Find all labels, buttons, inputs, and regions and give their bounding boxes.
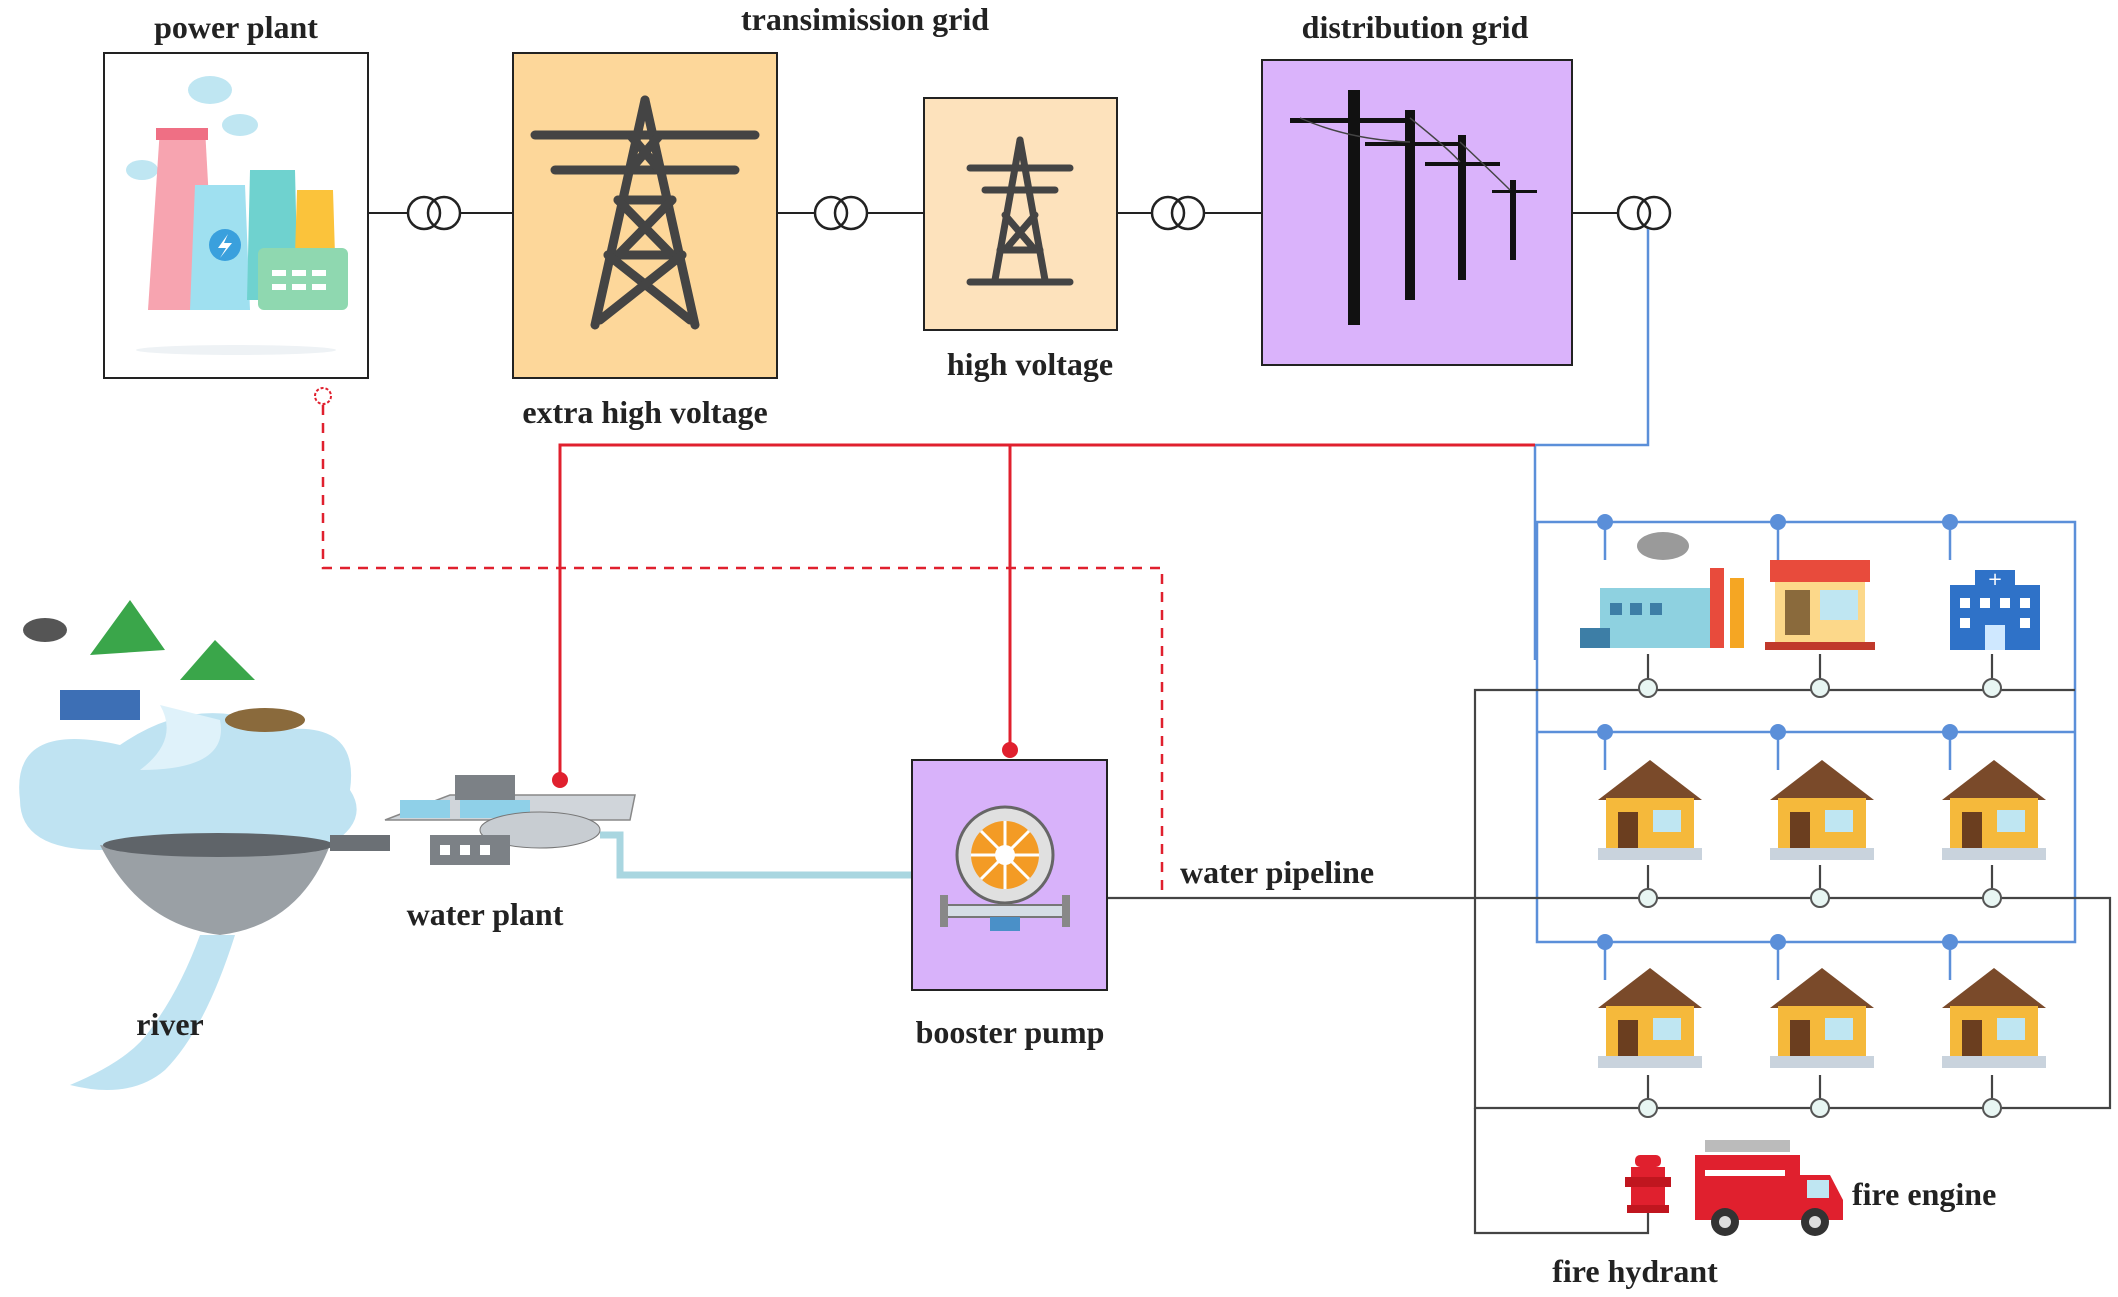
transformer-icon <box>368 195 513 231</box>
distribution-nodes <box>1597 514 1958 950</box>
dependency-line <box>321 405 1164 898</box>
house-icon <box>1598 968 1702 1068</box>
house-icon <box>1942 760 2046 860</box>
power-plant-node: power plant <box>103 9 369 379</box>
high-voltage-node: high voltage <box>923 97 1118 382</box>
factory-chimneys-icon <box>126 76 348 355</box>
distribution-lines <box>1533 229 2077 980</box>
utility-poles-icon <box>1290 90 1537 325</box>
house-grid <box>1598 760 2046 1068</box>
power-supply-lines <box>558 443 1535 780</box>
small-tower-icon <box>966 136 1074 286</box>
house-icon <box>1770 968 1874 1068</box>
distribution-grid-node: distribution grid <box>1261 9 1573 366</box>
pump-icon <box>940 805 1070 931</box>
house-icon <box>1942 968 2046 1068</box>
high-voltage-label: high voltage <box>947 346 1113 382</box>
booster-pump-label: booster pump <box>916 1014 1105 1050</box>
transformer-icon <box>777 195 924 231</box>
dependency-node <box>314 387 332 405</box>
pipeline-nodes <box>1638 678 2002 1118</box>
transformer-icon <box>1572 195 1672 231</box>
water-pipeline-label: water pipeline <box>1180 854 1374 890</box>
power-plant-label: power plant <box>154 9 318 45</box>
water-plant-label: water plant <box>407 896 564 932</box>
fire-engine-label: fire engine <box>1852 1176 1996 1212</box>
water-plant-power-node <box>552 772 568 788</box>
booster-pump-node: booster pump <box>911 759 1108 1050</box>
svg-text:+: + <box>1987 569 2002 590</box>
transmission-grid-label: transimission grid <box>741 1 989 37</box>
transformer-icon <box>1117 195 1262 231</box>
distribution-grid-label: distribution grid <box>1302 9 1529 45</box>
fire-hydrant-icon <box>1625 1155 1671 1213</box>
house-icon <box>1770 760 1874 860</box>
factory-icon <box>1580 532 1744 648</box>
river-label: river <box>136 1006 204 1042</box>
extra-high-voltage-label: extra high voltage <box>522 394 767 430</box>
house-icon <box>1598 760 1702 860</box>
fire-engine-icon <box>1695 1140 1843 1236</box>
fire-hydrant-label: fire hydrant <box>1552 1253 1718 1289</box>
plant-to-pump-pipe <box>600 831 912 879</box>
river-landscape-icon: river <box>19 600 357 1090</box>
extra-high-voltage-node: extra high voltage <box>512 52 778 430</box>
water-plant-icon: water plant <box>330 775 636 932</box>
hospital-icon: + <box>1950 569 2040 650</box>
transmission-tower-icon <box>530 95 760 330</box>
shop-icon <box>1765 560 1875 650</box>
pump-power-node <box>1002 742 1018 758</box>
